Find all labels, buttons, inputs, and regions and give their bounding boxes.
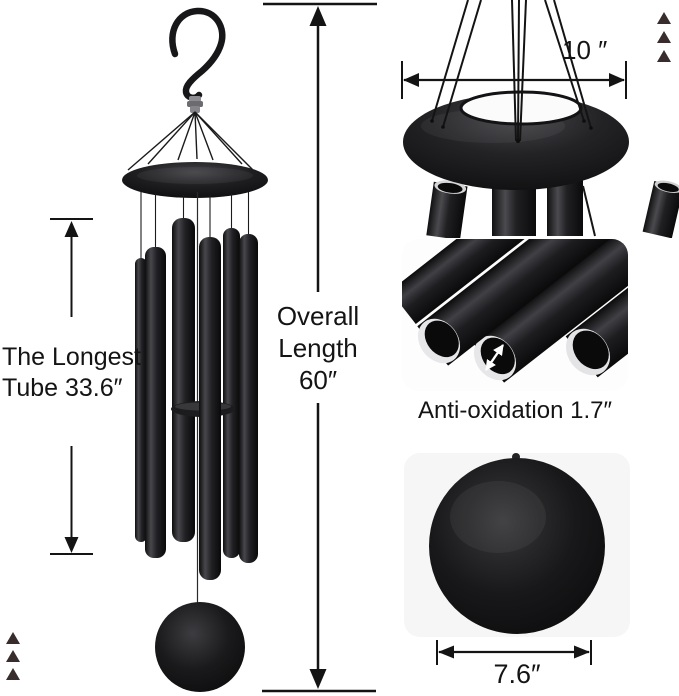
- canopy: [122, 162, 268, 198]
- main-product-photo: [50, 2, 377, 693]
- tube-left-opening: [417, 239, 628, 366]
- overall-length-dimension-arrow: [262, 2, 377, 693]
- longest-tube-label: The Longest Tube 33.6″: [2, 342, 141, 404]
- overall-length-label-line3: 60″: [298, 365, 338, 395]
- overall-length-label: Overall Length 60″: [256, 300, 380, 396]
- hanging-hook: [169, 7, 226, 102]
- wind-catcher-closeup-photo: [404, 453, 630, 665]
- longest-tube-label-line2: Tube 33.6″: [2, 374, 123, 402]
- tube-diameter-arrow: [485, 344, 504, 371]
- wind-catcher: [155, 602, 245, 692]
- longest-tube-dimension-arrow: [50, 218, 93, 555]
- triangle-marker-icon: [6, 650, 20, 662]
- swivel-connector: [187, 96, 203, 113]
- triangle-marker-icon: [657, 12, 671, 24]
- triangle-marker-icon: [6, 668, 20, 680]
- tube-back: [402, 239, 613, 325]
- tube-right-opening: [565, 239, 628, 378]
- canopy-closeup-strings: [430, 0, 593, 143]
- chime-tubes: [135, 218, 258, 580]
- tube-strings: [140, 192, 250, 260]
- catcher-diameter-dimension-arrow: [436, 640, 592, 665]
- longest-tube-label-line1: The Longest: [2, 343, 141, 371]
- triangle-marker-icon: [6, 632, 20, 644]
- canopy-width-label: 10 ″: [562, 35, 608, 65]
- overall-length-label-line1: Overall: [276, 301, 360, 331]
- upper-strings: [127, 111, 255, 172]
- catcher-diameter-label: 7.6″: [493, 659, 541, 689]
- wind-catcher-disc: [429, 453, 605, 634]
- triangle-marker-icon: [657, 31, 671, 43]
- canopy-closeup-photo: [401, 0, 679, 238]
- tubes-closeup-photo: [402, 239, 628, 391]
- overall-length-label-line2: Length: [278, 333, 358, 363]
- triangle-marker-icon: [657, 50, 671, 62]
- anti-oxidation-label: Anti-oxidation 1.7″: [418, 397, 612, 424]
- canopy-closeup-dome: [403, 90, 629, 190]
